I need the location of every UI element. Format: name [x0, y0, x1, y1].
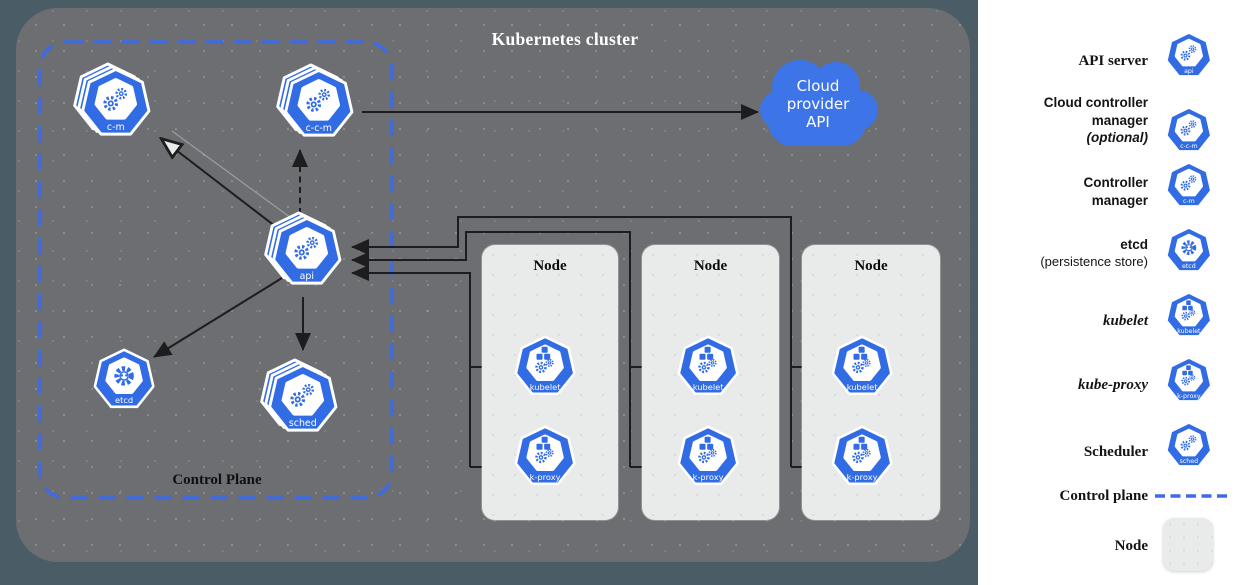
node-2-kube-proxy-icon: k-proxy: [666, 415, 740, 489]
legend-cm-icon: c-m: [1157, 154, 1213, 210]
api-server-icon: api: [259, 205, 343, 289]
svg-text:k-proxy: k-proxy: [847, 472, 878, 482]
control-plane-label: Control Plane: [172, 472, 262, 488]
legend-label-node: Node: [1114, 538, 1148, 554]
svg-text:etcd: etcd: [1182, 263, 1196, 270]
diagram-title: Kubernetes cluster: [491, 29, 639, 49]
legend-label-cm: Controller manager: [1083, 175, 1148, 208]
svg-text:c-m: c-m: [1183, 198, 1195, 205]
svg-text:c-c-m: c-c-m: [1180, 143, 1198, 150]
node-1-kube-proxy-icon: k-proxy: [503, 415, 577, 489]
svg-text:k-proxy: k-proxy: [1177, 393, 1201, 400]
etcd-icon: etcd: [82, 338, 156, 412]
node-3-kubelet-icon: kubelet: [820, 325, 894, 399]
node-1-kubelet-icon: kubelet: [503, 325, 577, 399]
svg-text:api: api: [300, 271, 314, 282]
svg-text:c-m: c-m: [107, 122, 125, 133]
svg-text:k-proxy: k-proxy: [693, 472, 724, 482]
svg-text:sched: sched: [1180, 458, 1199, 465]
cloud-provider-api-label: Cloud provider API: [786, 77, 850, 131]
node-3-title: Node: [854, 258, 888, 274]
legend-kube-proxy-icon: k-proxy: [1157, 349, 1213, 405]
scheduler-icon: sched: [255, 352, 339, 436]
svg-text:etcd: etcd: [115, 395, 133, 405]
controller-manager-icon: c-m: [68, 56, 152, 140]
svg-text:kubelet: kubelet: [847, 382, 879, 392]
legend-etcd-icon: etcd: [1157, 219, 1213, 275]
legend-label-ccm: Cloud controller manager (optional): [1043, 95, 1148, 145]
legend-label-api-server: API server: [1078, 53, 1148, 69]
svg-text:api: api: [1184, 68, 1194, 75]
legend-label-control-plane: Control plane: [1059, 488, 1148, 504]
legend-scheduler-icon: sched: [1157, 414, 1213, 470]
svg-text:c-c-m: c-c-m: [306, 123, 332, 134]
legend-kubelet-icon: kubelet: [1157, 284, 1213, 340]
legend-label-scheduler: Scheduler: [1083, 444, 1148, 460]
svg-text:k-proxy: k-proxy: [530, 472, 561, 482]
legend-ccm-icon: c-c-m: [1157, 99, 1213, 155]
legend-label-kubelet: kubelet: [1103, 313, 1148, 329]
svg-text:kubelet: kubelet: [1177, 328, 1201, 335]
legend-label-etcd: etcd (persistence store): [1040, 237, 1148, 269]
svg-text:sched: sched: [289, 418, 317, 429]
node-3-kube-proxy-icon: k-proxy: [820, 415, 894, 489]
legend-label-kube-proxy: kube-proxy: [1078, 377, 1148, 393]
legend-api-server-icon: api: [1157, 24, 1213, 80]
node-1-title: Node: [533, 258, 567, 274]
legend-node-swatch: [1163, 518, 1213, 571]
cloud-controller-manager-icon: c-c-m: [271, 57, 355, 141]
node-2-title: Node: [693, 258, 728, 274]
node-2-kubelet-icon: kubelet: [666, 325, 740, 399]
svg-text:kubelet: kubelet: [530, 382, 562, 392]
svg-text:kubelet: kubelet: [693, 382, 725, 392]
